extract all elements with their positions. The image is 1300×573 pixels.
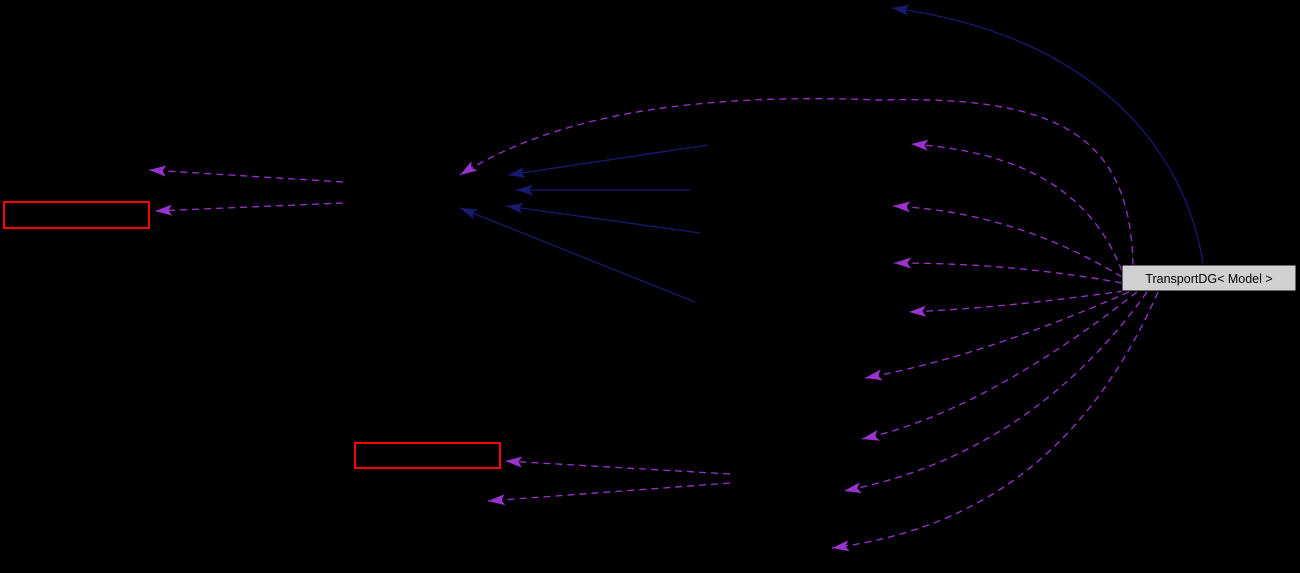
arrowhead-usage-left-1 [149,165,167,177]
edge-usage-right-5 [864,291,1130,379]
node-transportdg[interactable]: TransportDG< Model > [1121,264,1297,292]
arrowhead-inheritance-mid-1 [508,167,526,178]
red-node-layer [3,201,501,469]
edge-usage-left-1 [148,169,344,183]
edge-usage-right-3 [893,262,1123,284]
arrowhead-usage-right-2 [893,201,911,213]
red-node-left[interactable] [3,201,150,229]
edge-layer [148,4,1204,552]
arrowhead-usage-bottom-1 [505,456,523,468]
arrowhead-usage-right-1 [911,139,929,151]
node-transportdg-box[interactable] [1121,264,1297,292]
arrowhead-usage-right-7 [844,482,862,494]
arrowhead-usage-bottom-2 [488,494,506,506]
arrowhead-usage-right-8 [832,540,850,552]
edge-usage-right-8 [831,291,1159,549]
arrowhead-usage-right-3 [894,257,911,269]
arrowhead-usage-right-6 [862,430,880,441]
edge-usage-top-long [459,98,1134,266]
arrowhead-inheritance-mid-4 [460,208,478,220]
edge-usage-bottom-1 [504,460,731,475]
edge-inheritance-mid-1 [507,144,709,176]
arrowhead-usage-top-long [460,161,478,175]
edge-inheritance-mid-3 [505,205,701,234]
arrowhead-inheritance-mid-3 [506,202,524,214]
edge-inheritance-top [891,7,1204,264]
edge-usage-right-2 [892,205,1123,278]
arrowhead-usage-left-2 [155,204,173,216]
edge-usage-right-4 [908,290,1125,313]
edge-inheritance-mid-4 [459,207,696,303]
edge-usage-left-2 [154,202,344,212]
arrowhead-inheritance-top [892,4,910,16]
arrowhead-usage-right-5 [865,369,883,381]
edge-usage-bottom-2 [487,482,731,502]
edge-usage-right-1 [910,143,1123,272]
arrowhead-inheritance-mid-2 [516,184,533,196]
arrowhead-usage-right-4 [909,305,927,317]
red-node-bottom[interactable] [354,442,501,469]
edge-usage-right-7 [843,291,1148,492]
edge-usage-right-6 [861,291,1138,440]
node-transportdg-label: TransportDG< Model > [1145,272,1272,286]
